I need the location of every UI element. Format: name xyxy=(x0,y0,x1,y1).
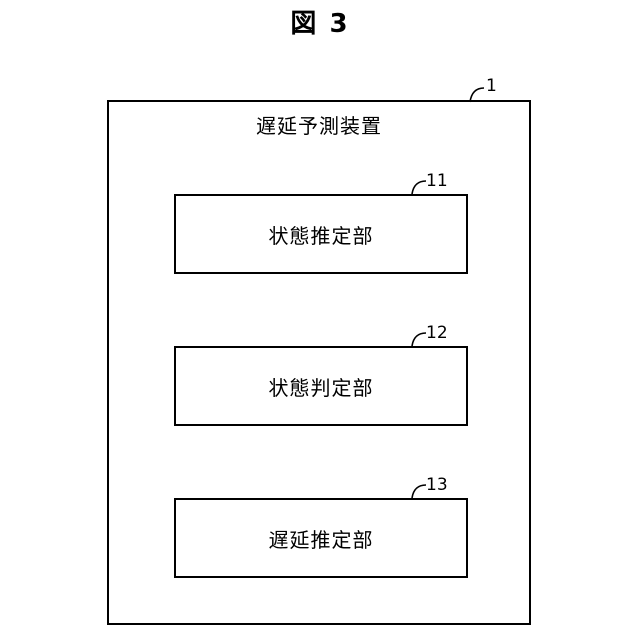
state-estimation-unit-block: 状態推定部 xyxy=(174,194,468,274)
device-ref-number: 1 xyxy=(486,76,497,96)
block-ref-number: 11 xyxy=(426,171,448,191)
block-label: 状態判定部 xyxy=(269,372,374,401)
figure-title: 図 3 xyxy=(0,6,640,42)
state-determination-unit-block: 状態判定部 xyxy=(174,346,468,426)
device-label: 遅延予測装置 xyxy=(109,112,529,140)
block-label: 状態推定部 xyxy=(269,220,374,249)
delay-estimation-unit-block: 遅延推定部 xyxy=(174,498,468,578)
block-ref-number: 13 xyxy=(426,475,448,495)
block-ref-number: 12 xyxy=(426,323,448,343)
block-label: 遅延推定部 xyxy=(269,524,374,553)
